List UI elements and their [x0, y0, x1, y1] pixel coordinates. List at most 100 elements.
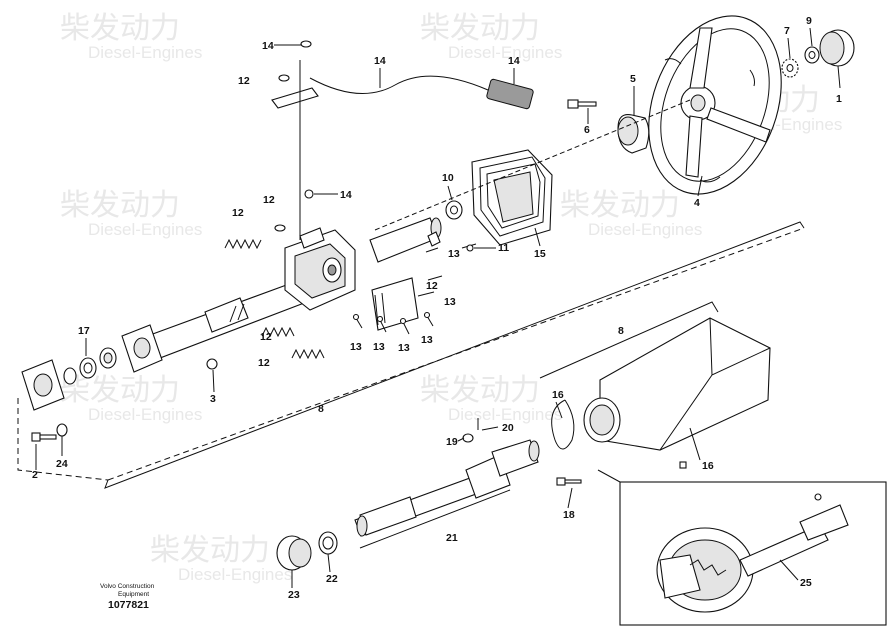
group-8-outline-upper: [107, 227, 805, 481]
column-cover: [583, 317, 771, 451]
bearing-set: [63, 347, 117, 385]
cable: [309, 75, 534, 110]
watermark-tile: 柴发动力 Diesel-Engines: [60, 374, 202, 424]
group-8-bracket-lower: [539, 301, 719, 379]
latch-plate: [371, 277, 419, 331]
washer-24: [56, 423, 68, 437]
callout-13e: 13: [398, 342, 410, 354]
callout-16b: 16: [702, 460, 714, 472]
svg-text:柴发动力: 柴发动力: [150, 534, 270, 567]
callout-22: 22: [326, 573, 338, 585]
callout-12d: 12: [426, 280, 438, 292]
callout-4: 4: [694, 197, 700, 209]
callout-14b: 14: [374, 55, 386, 67]
svg-text:柴发动力: 柴发动力: [560, 189, 680, 222]
rubber-boot: [471, 149, 553, 246]
callout-13b: 13: [444, 296, 456, 308]
svg-text:柴发动力: 柴发动力: [420, 374, 540, 407]
steering-wheel: [648, 15, 782, 195]
svg-text:柴发动力: 柴发动力: [60, 12, 180, 45]
group-21-bracket: [359, 489, 511, 549]
callout-19: 19: [446, 436, 458, 448]
callout-20: 20: [502, 422, 514, 434]
svg-text:Diesel-Engines: Diesel-Engines: [178, 565, 292, 584]
callout-12b: 12: [263, 194, 275, 206]
callout-8-lower: 8: [618, 325, 624, 337]
callout-5: 5: [630, 73, 636, 85]
callout-12f: 12: [258, 357, 270, 369]
svg-text:Diesel-Engines: Diesel-Engines: [88, 405, 202, 424]
bolt-2: [31, 432, 57, 442]
caption-company: Volvo Construction: [100, 583, 155, 590]
leader-lines: [35, 27, 841, 588]
callout-21: 21: [446, 532, 458, 544]
svg-text:Diesel-Engines: Diesel-Engines: [88, 43, 202, 62]
callout-7: 7: [784, 25, 790, 37]
callout-12e: 12: [260, 331, 272, 343]
lower-shaft: [354, 439, 540, 537]
spring-upper: [224, 238, 262, 250]
callout-6: 6: [584, 124, 590, 136]
callout-3: 3: [210, 393, 216, 405]
bolt-6: [567, 99, 597, 109]
caption-drawing-number: 1077821: [108, 599, 149, 611]
mounting-flange: [121, 324, 163, 373]
callout-1: 1: [836, 93, 842, 105]
hub-ring: [617, 113, 650, 154]
callout-12a: 12: [238, 75, 250, 87]
detail-inset: [597, 469, 887, 626]
screw-hardware: [206, 40, 477, 370]
callout-labels: 1 2 3 4 5 6 7 8 8 9 10 11 12 12 12 12 12…: [32, 15, 842, 601]
watermark-tile: 柴发动力 Diesel-Engines: [420, 12, 562, 62]
callout-15: 15: [534, 248, 546, 260]
svg-text:柴发动力: 柴发动力: [60, 374, 180, 407]
callout-13a: 13: [448, 248, 460, 260]
callout-14a: 14: [262, 40, 274, 52]
callout-14d: 14: [340, 189, 352, 201]
lever-bracket: [271, 60, 319, 240]
caption-category: Equipment: [118, 591, 150, 598]
wheel-nut: [804, 46, 820, 64]
svg-text:Diesel-Engines: Diesel-Engines: [588, 220, 702, 239]
callout-24: 24: [56, 458, 68, 470]
callout-10: 10: [442, 172, 454, 184]
group-8-outline-left: [17, 398, 109, 481]
callout-18: 18: [563, 509, 575, 521]
callout-17: 17: [78, 325, 90, 337]
callout-14c: 14: [508, 55, 520, 67]
watermark-tile: 柴发动力 Diesel-Engines: [560, 189, 702, 239]
group-8-bracket-upper: [104, 221, 805, 489]
svg-text:Diesel-Engines: Diesel-Engines: [448, 43, 562, 62]
lower-hardware: [462, 418, 687, 486]
svg-text:柴发动力: 柴发动力: [60, 189, 180, 222]
watermark-tile: 柴发动力 Diesel-Engines: [60, 12, 202, 62]
svg-text:柴发动力: 柴发动力: [420, 12, 540, 45]
callout-8-upper: 8: [318, 403, 324, 415]
spring-lower-a: [261, 326, 295, 338]
callout-13c: 13: [350, 341, 362, 353]
callout-13d: 13: [373, 341, 385, 353]
toothed-washer: [781, 58, 799, 78]
callout-12c: 12: [232, 207, 244, 219]
washer-10: [445, 200, 463, 220]
watermark-tile: 柴发动力 Diesel-Engines: [420, 374, 562, 424]
callout-9: 9: [806, 15, 812, 27]
callout-11: 11: [498, 242, 509, 254]
horn-cap: [819, 29, 855, 67]
assembly-axis-line: [374, 99, 691, 231]
steering-column: [149, 217, 442, 359]
watermark-tile: 柴发动力 Diesel-Engines: [60, 189, 202, 239]
lower-seal: [318, 531, 338, 555]
svg-text:Diesel-Engines: Diesel-Engines: [88, 220, 202, 239]
spring-lower-b: [291, 348, 325, 360]
callout-25: 25: [800, 577, 812, 589]
lower-bushing: [276, 535, 312, 571]
callout-2: 2: [32, 469, 38, 481]
bottom-flange: [21, 359, 65, 411]
callout-16a: 16: [552, 389, 564, 401]
svg-text:Diesel-Engines: Diesel-Engines: [448, 405, 562, 424]
watermark-tile: 柴发动力 Diesel-Engines: [150, 534, 292, 584]
callout-13f: 13: [421, 334, 433, 346]
